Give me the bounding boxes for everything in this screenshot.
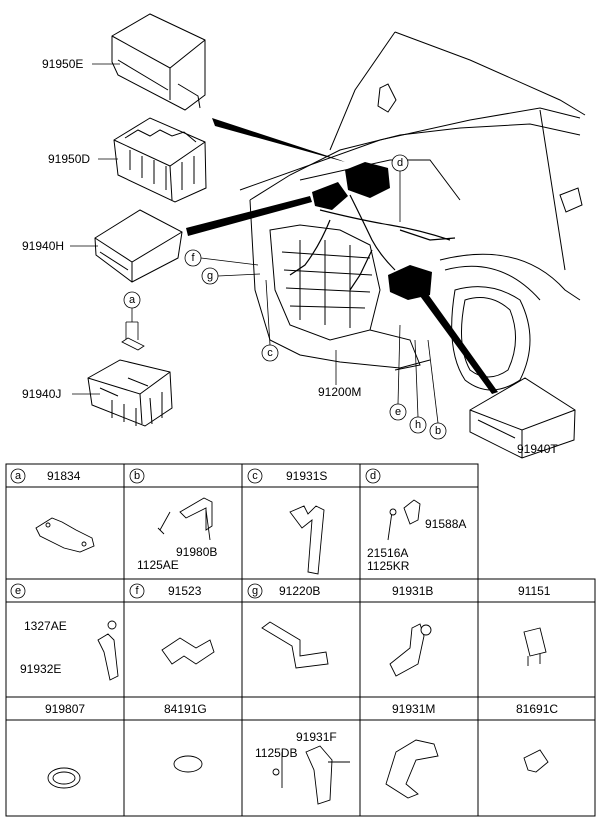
- fuse-box-cover-drawing: [111, 13, 206, 111]
- cell-sub-21516A: 21516A: [367, 546, 408, 560]
- cell-part-91931S: 91931S: [286, 469, 327, 483]
- cell-sub-1125KR: 1125KR: [367, 559, 410, 573]
- cell-part-91523: 91523: [168, 584, 202, 598]
- part-label-91200M: 91200M: [318, 385, 361, 399]
- cell-part-91931M: 91931M: [392, 702, 435, 716]
- cell-letter-e: e: [15, 585, 21, 597]
- cell-part-91220B: 91220B: [279, 584, 320, 598]
- callout-d: d: [397, 157, 403, 169]
- cell-part-91834: 91834: [47, 469, 81, 483]
- cell-sub-91931F: 91931F: [296, 730, 337, 744]
- cell-part-919807: 919807: [45, 702, 85, 716]
- parts-table: a 91834 b c 91931S d 91980B 1125AE 91588…: [5, 463, 596, 817]
- cell-sub-1327AE: 1327AE: [24, 619, 67, 633]
- relay-box-drawing: [87, 359, 173, 427]
- vehicle-drawing: [239, 31, 586, 391]
- cell-letter-b: b: [134, 470, 140, 482]
- callout-b: b: [435, 425, 441, 437]
- cell-sub-1125DB: 1125DB: [255, 746, 297, 760]
- cell-part-91151: 91151: [518, 584, 551, 598]
- callout-e: e: [395, 406, 401, 418]
- harness-drawing: [289, 194, 456, 291]
- cell-letter-g: g: [252, 585, 258, 597]
- callout-h: h: [415, 419, 421, 431]
- cell-sub-91932E: 91932E: [20, 662, 61, 676]
- wiring-diagram: 91950E 91950D 91940H a 91940J: [22, 13, 586, 459]
- cell-part-84191G: 84191G: [164, 702, 207, 716]
- part-label-91940J: 91940J: [22, 387, 61, 401]
- part-label-91940H: 91940H: [22, 239, 64, 253]
- fuse-box-drawing: [113, 117, 207, 203]
- part-label-91950E: 91950E: [42, 57, 83, 71]
- cell-sub-91588A: 91588A: [425, 517, 466, 531]
- callout-a: a: [129, 294, 136, 306]
- cell-letter-c: c: [252, 470, 258, 482]
- relay-box-cover-drawing: [94, 209, 183, 283]
- cell-letter-a: a: [15, 470, 22, 482]
- callout-f: f: [191, 252, 195, 264]
- cell-part-91931B: 91931B: [392, 584, 433, 598]
- callout-c: c: [267, 347, 273, 359]
- part-label-91940T: 91940T: [517, 442, 558, 456]
- part-label-91950D: 91950D: [48, 152, 90, 166]
- cell-sub-1125AE: 1125AE: [137, 558, 179, 572]
- battery-cover-drawing: [469, 377, 576, 459]
- cell-sub-91980B: 91980B: [176, 545, 217, 559]
- cell-letter-d: d: [370, 470, 376, 482]
- cell-letter-f: f: [135, 585, 139, 597]
- cell-part-81691C: 81691C: [516, 702, 558, 716]
- callout-g: g: [207, 270, 213, 282]
